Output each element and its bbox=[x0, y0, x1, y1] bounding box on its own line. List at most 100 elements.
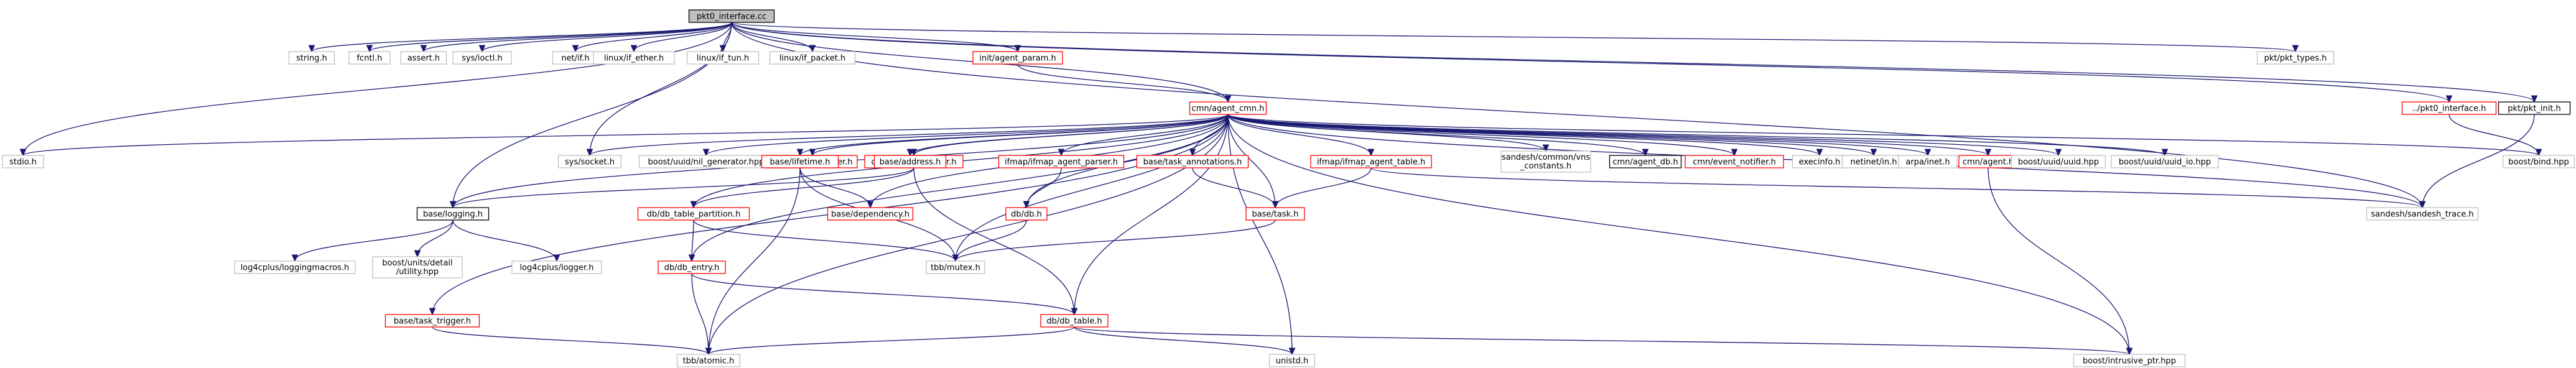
node-netif: net/if.h bbox=[552, 51, 599, 65]
node-ifmaptable[interactable]: ifmap/ifmap_agent_table.h bbox=[1310, 155, 1432, 168]
node-stdio: stdio.h bbox=[2, 155, 44, 168]
node-label: db/db_table_partition.h bbox=[647, 210, 741, 219]
node-iftun: linux/if_tun.h bbox=[686, 51, 760, 65]
node-agentparam[interactable]: init/agent_param.h bbox=[972, 51, 1063, 65]
node-label: boost/intrusive_ptr.hpp bbox=[2083, 357, 2176, 366]
node-box bbox=[2111, 155, 2219, 168]
node-dependency[interactable]: base/dependency.h bbox=[827, 207, 914, 221]
node-dbtable[interactable]: db/db_table.h bbox=[1040, 314, 1109, 328]
node-eventnotifier[interactable]: cmn/event_notifier.h bbox=[1685, 155, 1784, 168]
node-tasktrigger[interactable]: base/task_trigger.h bbox=[384, 314, 480, 328]
edge-agentcmn-to-execinfo bbox=[1227, 114, 1820, 155]
node-intrusive: boost/intrusive_ptr.hpp bbox=[2073, 354, 2186, 367]
node-label: base/address.h bbox=[880, 158, 941, 167]
node-box bbox=[557, 155, 622, 168]
node-agentparser[interactable]: ifmap/ifmap_agent_parser.h bbox=[998, 155, 1125, 168]
node-taskh[interactable]: base/task.h bbox=[1245, 207, 1305, 221]
edge-logging-to-boostutil bbox=[417, 219, 453, 257]
edge-root-to-logging bbox=[453, 22, 732, 208]
node-uuidio: boost/uuid/uuid_io.hpp bbox=[2111, 155, 2219, 168]
node-address[interactable]: base/address.h bbox=[873, 155, 947, 168]
edge-tablewalker-to-partition bbox=[694, 167, 914, 208]
node-partition[interactable]: db/db_table_partition.h bbox=[637, 207, 750, 221]
node-mutex: tbb/mutex.h bbox=[926, 260, 985, 274]
node-sysioctl: sys/ioctl.h bbox=[452, 51, 512, 65]
edge-root-to-sysioctl bbox=[482, 22, 732, 52]
node-root[interactable]: pkt0_interface.cc bbox=[688, 9, 775, 23]
edge-agentparam-to-agentcmn bbox=[1017, 63, 1228, 102]
node-box bbox=[2366, 207, 2479, 221]
node-assert: assert.h bbox=[400, 51, 447, 65]
node-label: boost/uuid/uuid_io.hpp bbox=[2119, 158, 2211, 167]
node-box bbox=[1310, 155, 1432, 168]
node-logging[interactable]: base/logging.h bbox=[416, 207, 490, 221]
node-agentcmn[interactable]: cmn/agent_cmn.h bbox=[1189, 101, 1267, 115]
node-box bbox=[1189, 101, 1267, 115]
node-label: base/dependency.h bbox=[831, 210, 909, 219]
edge-layer bbox=[23, 22, 2539, 354]
node-box bbox=[761, 155, 839, 168]
node-box bbox=[384, 314, 480, 328]
node-box bbox=[1268, 354, 1316, 367]
node-label: boost/uuid/uuid.hpp bbox=[2018, 158, 2099, 167]
node-label: stdio.h bbox=[9, 158, 37, 167]
node-box bbox=[827, 207, 914, 221]
edge-agentcmn-to-syssocket bbox=[590, 114, 1229, 155]
edge-agentcmn-to-stdio bbox=[23, 114, 1229, 155]
edge-cmnagent-to-intrusive bbox=[1988, 167, 2129, 354]
node-label: base/logging.h bbox=[423, 210, 483, 219]
edge-root-to-stdio bbox=[23, 22, 732, 155]
edge-root-to-string bbox=[312, 22, 732, 52]
node-pktinit[interactable]: pkt/pkt_init.h bbox=[2498, 101, 2571, 115]
node-box bbox=[416, 207, 490, 221]
edge-agentparser-to-dbh bbox=[1026, 167, 1062, 208]
node-cmnagent[interactable]: cmn/agent.h bbox=[1958, 155, 2018, 168]
node-box bbox=[234, 260, 356, 274]
node-box bbox=[1898, 155, 1958, 168]
edge-tablewalker-to-logging bbox=[453, 167, 914, 208]
node-fcntl: fcntl.h bbox=[348, 51, 391, 65]
node-label: ifmap/ifmap_agent_table.h bbox=[1317, 158, 1425, 167]
node-box bbox=[998, 155, 1125, 168]
node-label: base/lifetime.h bbox=[770, 158, 830, 167]
node-label: string.h bbox=[296, 54, 327, 63]
edge-root-to-ifpacket bbox=[731, 22, 812, 52]
node-box bbox=[1136, 155, 1249, 168]
node-box bbox=[688, 9, 775, 23]
node-agentdb[interactable]: cmn/agent_db.h bbox=[1609, 155, 1682, 168]
node-label: db/db_entry.h bbox=[664, 264, 720, 273]
edge-lifetime-to-dependency bbox=[799, 167, 870, 208]
node-label: pkt/pkt_types.h bbox=[2264, 54, 2327, 63]
edge-dbtable-to-atomic bbox=[709, 326, 1075, 354]
node-box bbox=[972, 51, 1063, 65]
edge-logging-to-logger bbox=[452, 219, 557, 261]
node-label: unistd.h bbox=[1276, 357, 1309, 366]
node-box bbox=[686, 51, 760, 65]
node-label: sandesh/sandesh_trace.h bbox=[2371, 210, 2473, 219]
node-label: /utility.hpp bbox=[396, 267, 439, 277]
node-box bbox=[2073, 354, 2186, 367]
edge-root-to-assert bbox=[424, 22, 732, 52]
edge-taskh-to-mutex bbox=[956, 219, 1276, 261]
node-dbentry[interactable]: db/db_entry.h bbox=[658, 260, 726, 274]
node-mil: boost/uuid/nil_generator.hpp bbox=[638, 155, 774, 168]
node-label: base/task.h bbox=[1252, 210, 1298, 219]
node-uuidhpp: boost/uuid/uuid.hpp bbox=[2011, 155, 2106, 168]
edge-agentcmn-to-agentparser bbox=[1061, 114, 1229, 155]
node-boostutil: boost/units/detail/utility.hpp bbox=[372, 256, 463, 278]
node-execinfo: execinfo.h bbox=[1792, 155, 1848, 168]
edge-agentcmn-to-taskh bbox=[1227, 114, 1275, 208]
node-taskann[interactable]: base/task_annotations.h bbox=[1136, 155, 1249, 168]
node-lifetime[interactable]: base/lifetime.h bbox=[761, 155, 839, 168]
node-label: pkt0_interface.cc bbox=[697, 12, 766, 22]
node-pkt0if[interactable]: ../pkt0_interface.h bbox=[2401, 101, 2497, 115]
node-box bbox=[1685, 155, 1784, 168]
node-box bbox=[1005, 207, 1048, 221]
edge-root-to-agentparam bbox=[731, 22, 1018, 52]
node-label: boost/units/detail bbox=[382, 259, 452, 268]
node-ifether: linux/if_ether.h bbox=[593, 51, 675, 65]
node-dbh[interactable]: db/db.h bbox=[1005, 207, 1048, 221]
node-label: linux/if_packet.h bbox=[779, 54, 845, 63]
node-label: cmn/agent_db.h bbox=[1612, 158, 1678, 167]
node-label: fcntl.h bbox=[356, 54, 382, 63]
